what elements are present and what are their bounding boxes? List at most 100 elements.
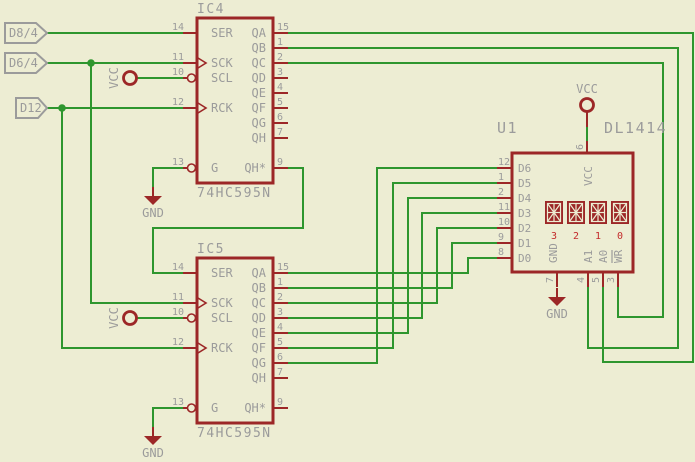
pin-number: 15: [277, 22, 289, 33]
component-body: [195, 256, 275, 425]
pin-name: SER: [211, 26, 233, 40]
vcc-label: VCC: [576, 82, 598, 96]
pin-number: 4: [576, 277, 587, 283]
vcc-symbol[interactable]: VCC: [107, 307, 138, 329]
gnd-symbol[interactable]: GND: [546, 288, 568, 321]
vcc-label: VCC: [107, 307, 121, 329]
pin-name: QE: [252, 86, 266, 100]
pin-number: 13: [172, 157, 184, 168]
pin-number: 2: [498, 187, 504, 198]
pin-number: 6: [575, 144, 586, 150]
pin-number: 14: [172, 262, 184, 273]
pin-name: D2: [518, 222, 531, 235]
pin-name: QB: [252, 41, 266, 55]
net-wire[interactable]: [287, 32, 694, 363]
pin-number: 1: [498, 172, 504, 183]
component-ref: IC5: [197, 242, 225, 257]
pin-number: 11: [172, 292, 184, 303]
pin-name: D6: [518, 162, 531, 175]
net-label-d12[interactable]: D12: [15, 97, 49, 119]
pin-name: A1: [582, 250, 595, 263]
segment-display-icon: [545, 201, 563, 224]
net-wire[interactable]: [152, 167, 304, 274]
component-ref: IC4: [197, 2, 225, 17]
gnd-symbol[interactable]: GND: [142, 187, 164, 220]
net-wire[interactable]: [287, 242, 498, 289]
net-label-d6-4[interactable]: D6/4: [4, 52, 49, 74]
inverter-dot-icon: [186, 163, 197, 173]
pin-number: 9: [498, 232, 504, 243]
net-label-d8-4[interactable]: D8/4: [4, 22, 49, 44]
clock-wedge-icon: [197, 102, 208, 114]
net-wire[interactable]: [90, 62, 184, 304]
pin-name: QB: [252, 281, 266, 295]
pin-number: 3: [277, 307, 283, 318]
pin-name: D0: [518, 252, 531, 265]
junction-dot: [87, 59, 95, 67]
pin-number: 6: [277, 112, 283, 123]
pin-name: SCL: [211, 71, 233, 85]
pin-name: QG: [252, 116, 266, 130]
pin-number: 12: [172, 97, 184, 108]
pin-number: 5: [591, 277, 602, 283]
pin-number: 5: [277, 97, 283, 108]
net-label-text: D8/4: [9, 26, 38, 40]
pin-number: 3: [277, 67, 283, 78]
pin-name: QH*: [244, 161, 266, 175]
net-wire[interactable]: [152, 167, 187, 189]
gnd-triangle-icon: [144, 196, 162, 205]
net-wire[interactable]: [287, 182, 498, 349]
pin-number: 12: [498, 157, 510, 168]
pin-name: RCK: [211, 101, 233, 115]
net-wire[interactable]: [287, 227, 498, 304]
gnd-symbol[interactable]: GND: [142, 427, 164, 460]
pin-name: WR: [612, 249, 625, 263]
vcc-circle-icon: [122, 310, 138, 326]
pin-number: 8: [498, 247, 504, 258]
pin-number: 11: [172, 52, 184, 63]
component-ref: U1: [497, 119, 518, 137]
pin-name: SCK: [211, 56, 233, 70]
gnd-label: GND: [142, 206, 164, 220]
junction-dot: [58, 104, 66, 112]
pin-number: 4: [277, 82, 283, 93]
pin-name: G: [211, 161, 218, 175]
pin-name: QC: [252, 56, 266, 70]
pin-number: 9: [277, 397, 283, 408]
pin-name: G: [211, 401, 218, 415]
pin-number: 3: [606, 277, 617, 283]
net-label-flag: [4, 22, 49, 44]
pin-name: QD: [252, 311, 266, 325]
vcc-label: VCC: [107, 67, 121, 89]
pin-number: 2: [277, 292, 283, 303]
vcc-symbol[interactable]: VCC: [576, 82, 598, 113]
inverter-dot-icon: [186, 73, 197, 83]
pin-number: 15: [277, 262, 289, 273]
pin-name: SER: [211, 266, 233, 280]
net-wire[interactable]: [287, 47, 679, 349]
gnd-triangle-icon: [548, 297, 566, 306]
vcc-symbol[interactable]: VCC: [107, 67, 138, 89]
inverter-dot-icon: [186, 313, 197, 323]
pin-name: QF: [252, 101, 266, 115]
digit-label: 1: [595, 231, 601, 242]
net-label-text: D6/4: [9, 56, 38, 70]
pin-number: 12: [172, 337, 184, 348]
net-wire[interactable]: [152, 407, 187, 429]
net-wire[interactable]: [287, 212, 498, 319]
pin-number: 5: [277, 337, 283, 348]
clock-wedge-icon: [197, 342, 208, 354]
pin-name: QC: [252, 296, 266, 310]
pin-name: QA: [252, 266, 267, 280]
digit-label: 3: [551, 231, 557, 242]
net-wire[interactable]: [61, 107, 184, 349]
net-wire[interactable]: [287, 167, 498, 364]
pin-number: 4: [277, 322, 283, 333]
net-wire[interactable]: [287, 197, 498, 334]
net-wire[interactable]: [287, 62, 664, 318]
